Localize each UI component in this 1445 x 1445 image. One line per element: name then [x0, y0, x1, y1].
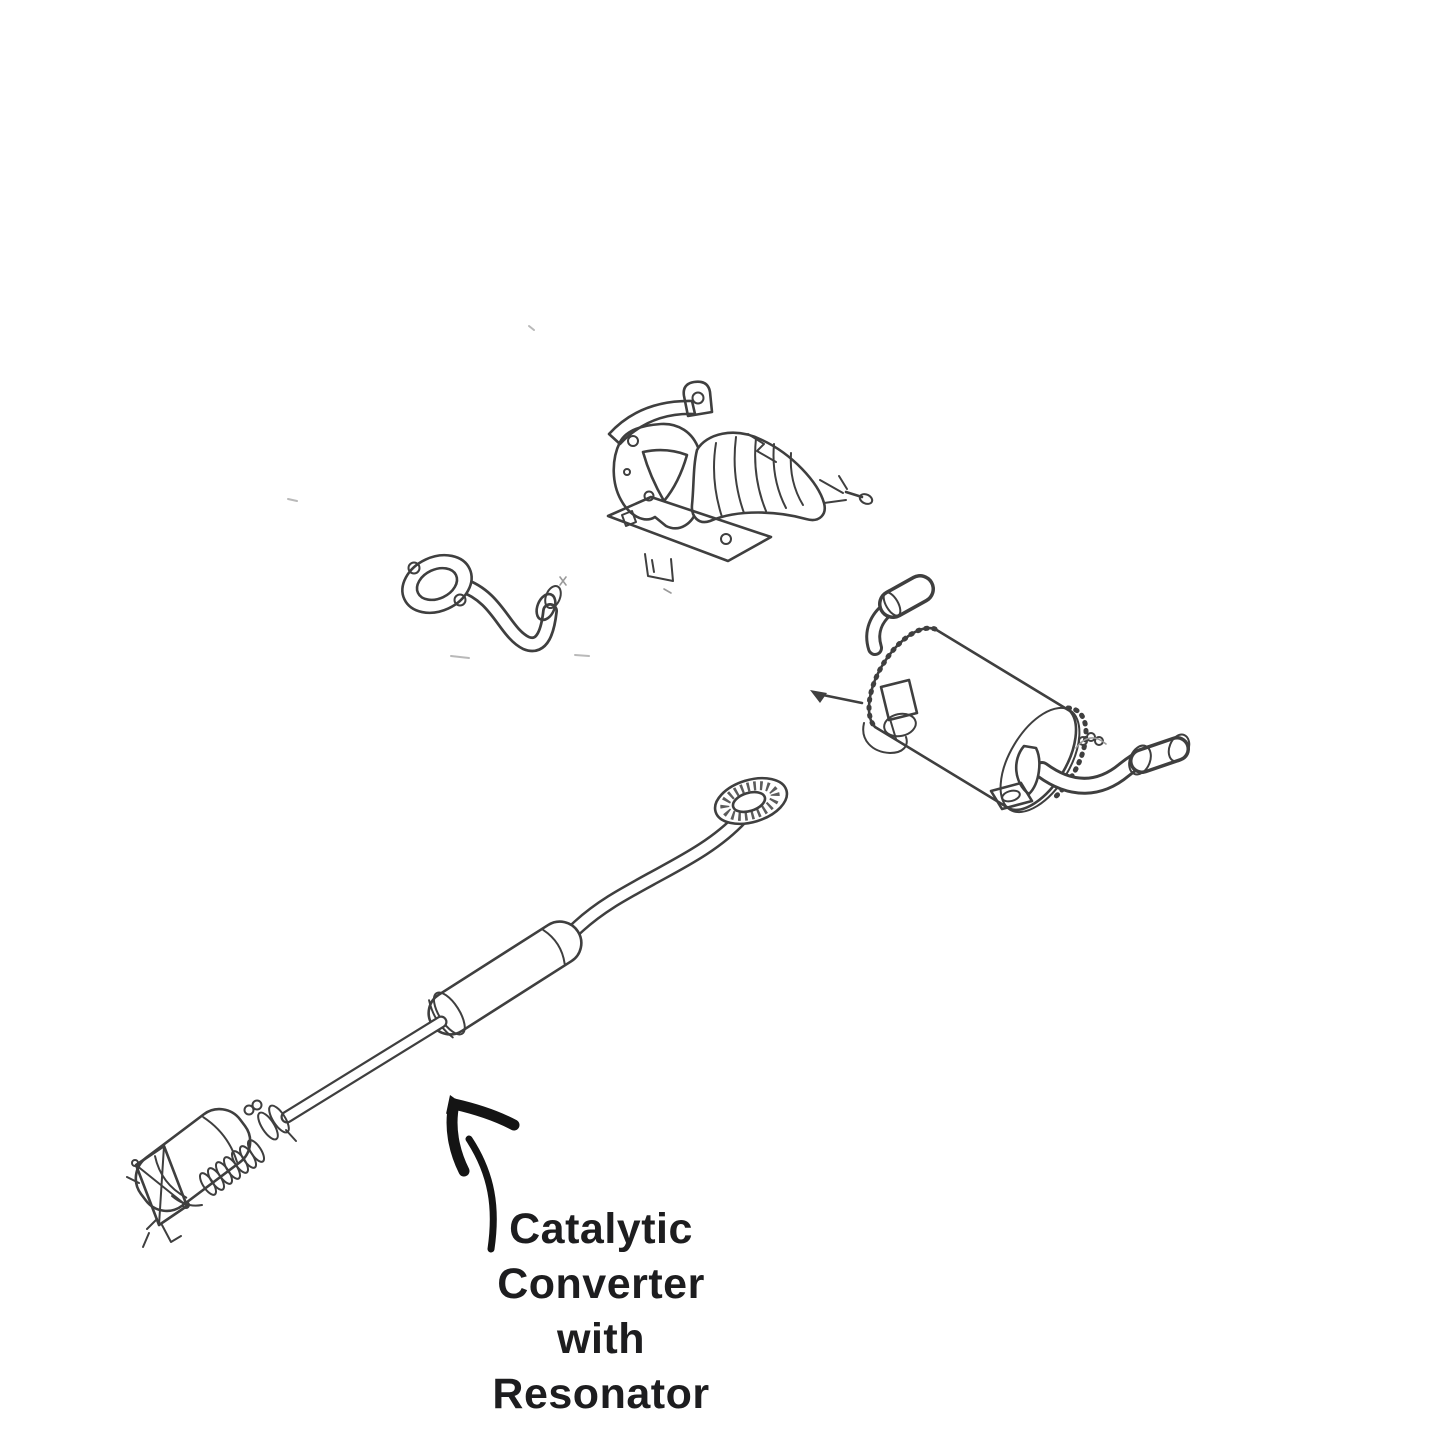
annotation-label-line-2: Converter — [497, 1260, 705, 1308]
catalytic-converter-body — [134, 1107, 252, 1213]
flex-bellows — [199, 1139, 265, 1196]
annotation-arrow — [446, 1095, 520, 1253]
front-exhaust-pipe-drawing — [401, 553, 567, 653]
annotation-label: Catalytic Converter with Resonator — [420, 1202, 782, 1422]
cat-end-flange — [126, 1144, 190, 1248]
annotation-label-line-3: with — [557, 1315, 645, 1363]
center-pipe-resonator-cat-drawing — [126, 776, 789, 1248]
scan-artifacts — [287, 325, 590, 659]
annotation-label-line-1: Catalytic — [509, 1205, 693, 1253]
manifold-catalytic-converter-drawing — [606, 380, 874, 594]
annotation-label-line-4: Resonator — [492, 1370, 710, 1418]
rear-muffler-drawing — [810, 574, 1191, 814]
